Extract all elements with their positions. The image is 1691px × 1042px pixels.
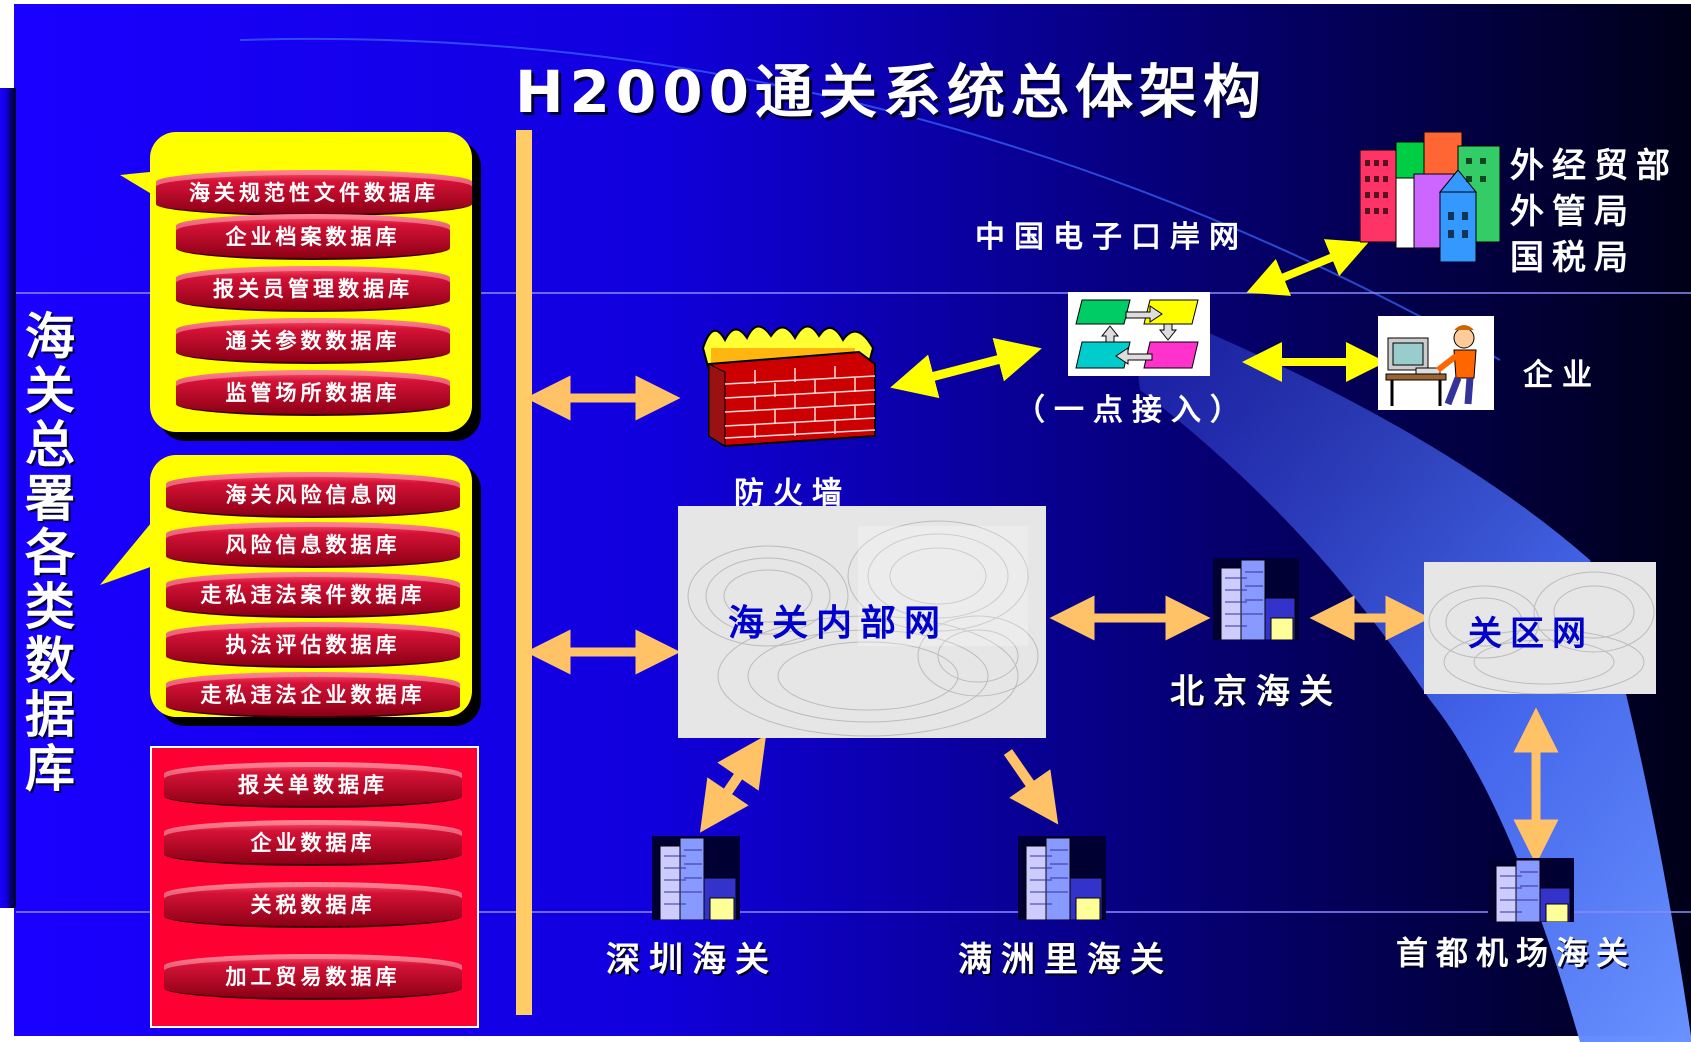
computer-user-icon xyxy=(1378,316,1494,410)
side-label-vertical: 海关总署各类数据库 xyxy=(25,308,75,798)
arrow-intranet-to-shenzhen xyxy=(699,735,767,833)
db-item: 通关参数数据库 xyxy=(176,318,450,364)
skyscraper-icon xyxy=(652,836,740,920)
db-item: 报关单数据库 xyxy=(164,762,462,808)
zone-network-label: 关区网 xyxy=(1468,614,1594,654)
office-buildings-icon xyxy=(1360,132,1501,262)
manzhouli-customs-label: 满洲里海关 xyxy=(958,940,1173,980)
db-item: 监管场所数据库 xyxy=(176,370,450,416)
customs-intranet-label: 海关内部网 xyxy=(728,603,949,644)
skyscraper-icon xyxy=(1213,558,1299,640)
arrow-intranet-to-manzhouli xyxy=(1003,749,1059,825)
db-item: 企业档案数据库 xyxy=(176,214,450,260)
zone-network: 关区网 xyxy=(1424,562,1656,694)
db-item: 风险信息数据库 xyxy=(166,522,460,568)
db-item: 执法评估数据库 xyxy=(166,622,460,668)
shenzhen-customs-label: 深圳海关 xyxy=(606,940,778,980)
cloud-texture xyxy=(687,520,1039,737)
firewall-label: 防火墙 xyxy=(734,476,851,511)
skyscraper-icon xyxy=(1018,836,1106,920)
db-item: 海关规范性文件数据库 xyxy=(156,170,472,216)
switch-icon xyxy=(1068,292,1210,376)
enterprise-label: 企业 xyxy=(1523,358,1601,393)
skyscraper-icon xyxy=(1488,858,1574,922)
db-item: 企业数据库 xyxy=(164,820,462,866)
single-access-label: （一点接入） xyxy=(1015,393,1249,428)
eport-label: 中国电子口岸网 xyxy=(975,220,1248,255)
firewall-icon xyxy=(701,325,876,448)
cloud-texture xyxy=(1428,571,1655,694)
db-item: 关税数据库 xyxy=(164,882,462,928)
db-item: 走私违法案件数据库 xyxy=(166,572,460,618)
arrow-firewall-to-eport xyxy=(890,337,1042,399)
beijing-customs-label: 北京海关 xyxy=(1170,672,1342,712)
ministry-label: 外经贸部 xyxy=(1510,146,1678,186)
ministry-label: 国税局 xyxy=(1510,238,1636,278)
db-item: 走私违法企业数据库 xyxy=(166,672,460,718)
db-item: 加工贸易数据库 xyxy=(164,954,462,1000)
arrow-eport-to-ministries xyxy=(1246,239,1369,296)
page-title: H2000通关系统总体架构 xyxy=(515,58,1267,126)
db-item: 报关员管理数据库 xyxy=(176,266,450,312)
db-item: 海关风险信息网 xyxy=(166,472,460,518)
customs-intranet-network: 海关内部网 xyxy=(678,506,1046,738)
ministry-label: 外管局 xyxy=(1510,192,1636,232)
airport-customs-label: 首都机场海关 xyxy=(1396,934,1637,972)
